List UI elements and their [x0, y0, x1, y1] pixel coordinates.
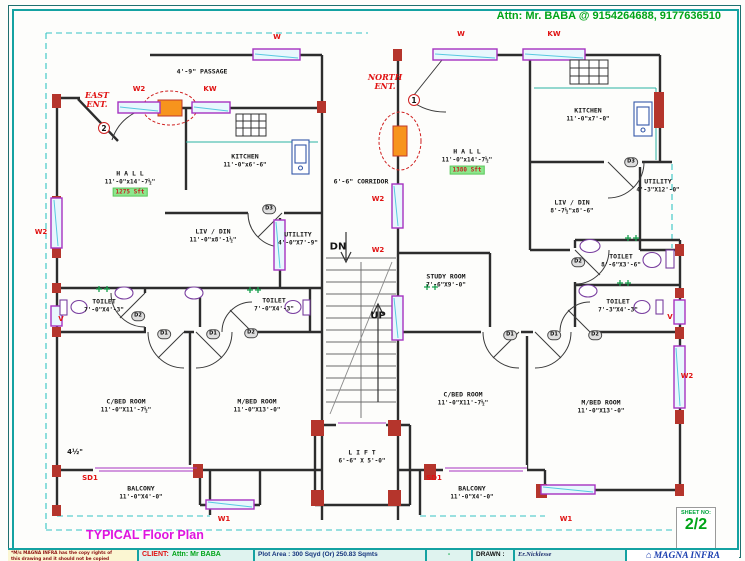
sheet-number-label: SHEET NO: [681, 510, 711, 516]
property-line [45, 32, 698, 531]
wall-columns [52, 49, 684, 516]
corridor-label: 6'-6" CORRIDOR [333, 177, 389, 186]
vent-marks [96, 235, 639, 293]
staircase [326, 232, 396, 418]
window-label-kw: KW [547, 30, 561, 38]
vent-label-v: V [58, 315, 64, 323]
door-tag-d1: D1 [547, 330, 561, 340]
door-tag-d2: D2 [571, 257, 585, 267]
passage-label: 4'-9" PASSAGE [176, 67, 228, 76]
door-label-sd1: SD1 [82, 474, 98, 482]
east-entrance-number: 2 [98, 122, 110, 134]
window-label-w1: W1 [217, 515, 231, 523]
stair-down-arrow [340, 232, 352, 264]
door-tag-d2: D2 [588, 330, 602, 340]
plot-area-cell: Plot Area : 300 Sqyd (Or) 250.83 Sqmts [255, 550, 427, 561]
sheet-number-value: 2/2 [684, 516, 708, 533]
stairs-down-label: DN [329, 241, 347, 253]
window-label-w: W [457, 30, 465, 38]
window-label-w2: W2 [371, 195, 385, 203]
door-tag-d2: D2 [131, 311, 145, 321]
copyright-note: *M/s MAGNA INFRA has the copy rights of … [8, 550, 139, 561]
window-label-w: W [273, 33, 281, 41]
window-label-w1: W1 [559, 515, 573, 523]
north-entrance-number: 1 [408, 94, 420, 106]
area-badge: 1275 Sft [112, 187, 148, 197]
header-attention: Attn: Mr. BABA @ 9154264688, 9177636510 [496, 10, 721, 22]
vent-label-v: V [667, 313, 673, 321]
wall-dimension-label: 4½" [67, 448, 83, 456]
window-label-kw: KW [203, 85, 217, 93]
window-label-w2: W2 [34, 228, 48, 236]
db-box-clouds [142, 90, 422, 171]
toilet-fixtures [59, 238, 675, 316]
house-icon: ⌂ [646, 551, 652, 561]
door-tag-d1: D1 [206, 329, 220, 339]
stove-icons [235, 59, 609, 137]
scale-mark-cell: - [427, 550, 473, 561]
door-label-sd1: SD1 [426, 474, 442, 482]
client-label: CLIENT: [142, 551, 169, 558]
client-value: Attn: Mr BABA [171, 551, 221, 558]
sink-icons [291, 101, 653, 175]
window-label-w2: W2 [132, 85, 146, 93]
door-tag-d2: D2 [244, 328, 258, 338]
door-tag-d1: D1 [157, 329, 171, 339]
stairs-up-label: UP [370, 310, 386, 322]
company-logo: ⌂MAGNA INFRA [627, 550, 739, 561]
title-block: *M/s MAGNA INFRA has the copy rights of … [8, 548, 739, 561]
windows [50, 48, 686, 510]
drawn-label: DRAWN : [473, 550, 515, 561]
window-label-w2: W2 [680, 372, 694, 380]
client-cell: CLIENT:Attn: Mr BABA [139, 550, 255, 561]
logo-text: MAGNA INFRA [653, 551, 720, 561]
door-tag-d3: D3 [624, 157, 638, 167]
stair-up-arrow [372, 302, 384, 402]
window-label-w2: W2 [371, 246, 385, 254]
drawn-value: Er.Nicklesse [515, 550, 627, 561]
door-tag-d3: D3 [262, 204, 276, 214]
door-tag-d1: D1 [503, 330, 517, 340]
area-badge: 1380 Sft [449, 165, 485, 175]
drawing-title: TYPICAL Floor Plan [86, 528, 204, 542]
sheet-number-box: SHEET NO: 2/2 [676, 507, 716, 549]
